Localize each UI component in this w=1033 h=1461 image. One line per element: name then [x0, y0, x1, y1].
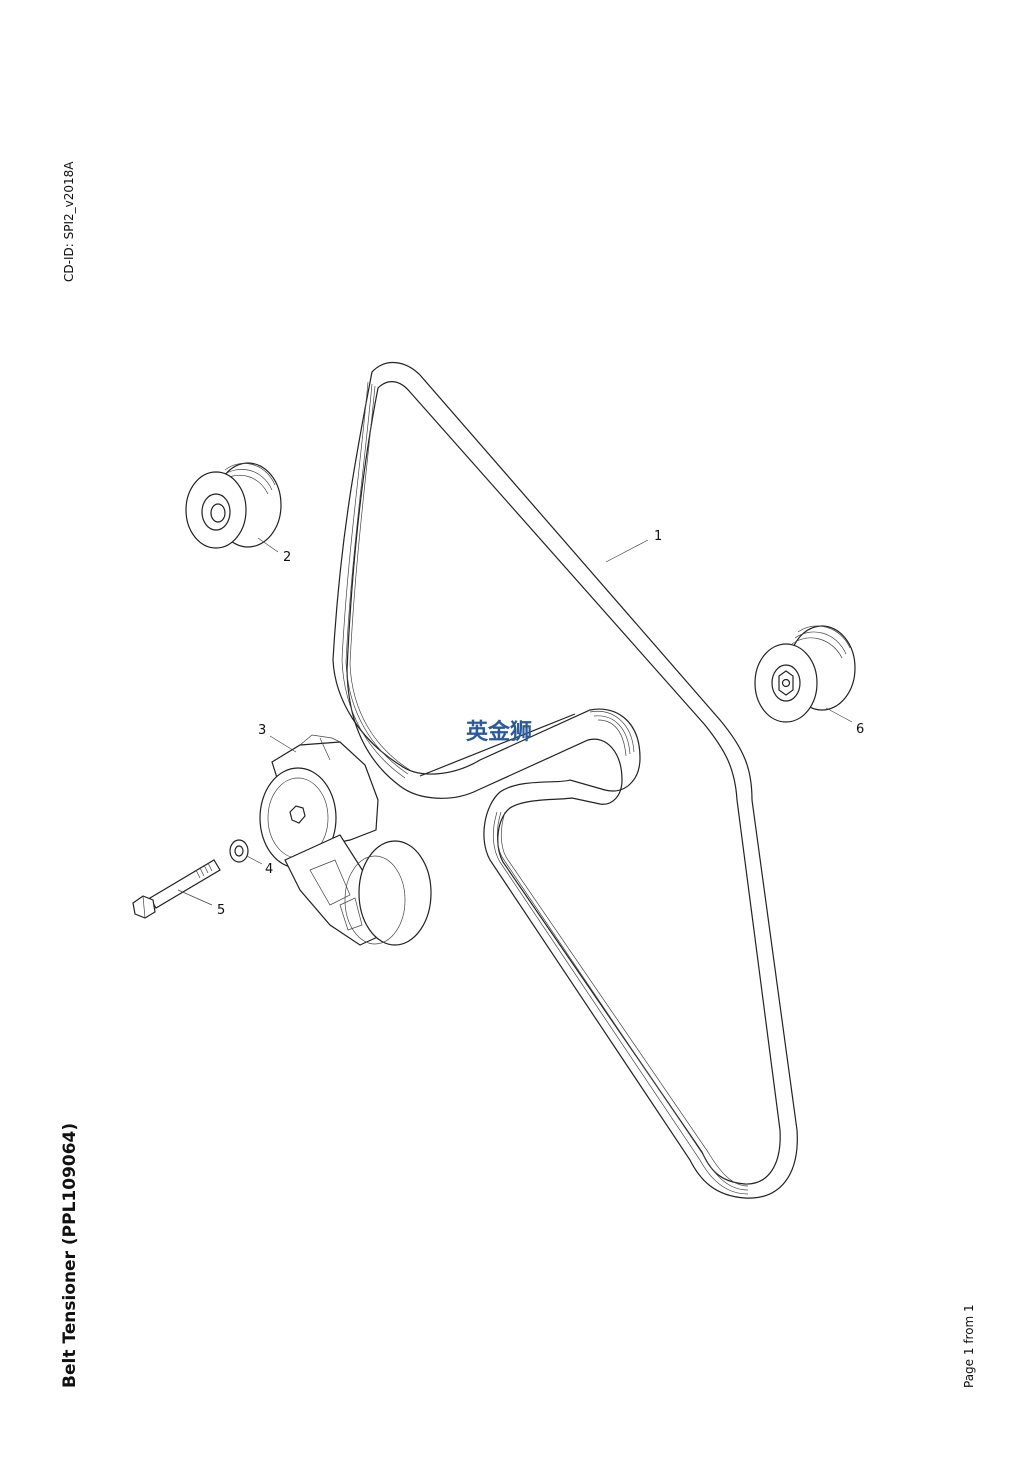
callout-3: 3 [258, 723, 266, 738]
callout-5: 5 [217, 903, 225, 918]
washer [229, 839, 249, 863]
leader-lines [177, 537, 853, 906]
callout-1: 1 [654, 529, 662, 544]
callout-2: 2 [283, 550, 291, 565]
callout-6: 6 [856, 722, 864, 737]
belt-tensioner-assembly [259, 734, 432, 946]
watermark-text: 英金狮 [466, 719, 532, 745]
idler-pulley-right [754, 625, 856, 723]
callout-4: 4 [265, 862, 273, 877]
drive-belt [332, 362, 798, 1199]
idler-pulley-top [185, 462, 282, 549]
bolt [132, 859, 221, 919]
